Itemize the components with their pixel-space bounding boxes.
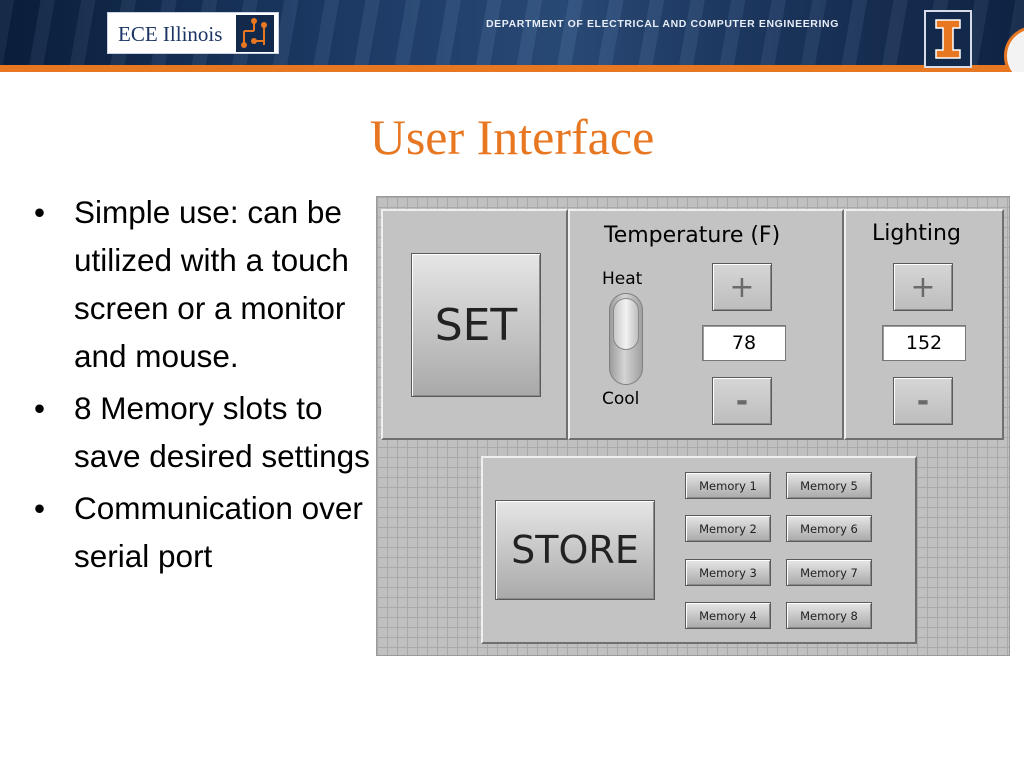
memory-1-button[interactable]: Memory 1 <box>685 472 771 499</box>
lighting-decrease-button[interactable]: - <box>893 377 953 425</box>
university-block-i-logo <box>924 10 972 68</box>
toggle-knob[interactable] <box>613 298 639 350</box>
memory-6-button[interactable]: Memory 6 <box>786 515 872 542</box>
memory-3-button[interactable]: Memory 3 <box>685 559 771 586</box>
bullet-item: •8 Memory slots to save desired settings <box>34 384 379 480</box>
memory-7-button[interactable]: Memory 7 <box>786 559 872 586</box>
logo-text: ECE Illinois <box>118 22 223 46</box>
bullet-item: •Simple use: can be utilized with a touc… <box>34 188 379 380</box>
lighting-panel: Lighting + 152 - <box>844 209 1004 440</box>
memory-4-button[interactable]: Memory 4 <box>685 602 771 629</box>
department-name: DEPARTMENT OF ELECTRICAL AND COMPUTER EN… <box>486 18 839 30</box>
set-panel: SET <box>381 209 568 440</box>
bullet-dot-icon: • <box>34 194 46 230</box>
circuit-logo-icon <box>236 15 274 52</box>
memory-2-button[interactable]: Memory 2 <box>685 515 771 542</box>
memory-panel: STORE Memory 1 Memory 2 Memory 3 Memory … <box>481 456 917 644</box>
temperature-value-field[interactable]: 78 <box>702 325 786 361</box>
block-i-icon <box>935 19 961 59</box>
memory-8-button[interactable]: Memory 8 <box>786 602 872 629</box>
slide-title: User Interface <box>369 109 655 165</box>
bullet-list: •Simple use: can be utilized with a touc… <box>34 188 379 584</box>
bullet-dot-icon: • <box>34 490 46 526</box>
memory-5-button[interactable]: Memory 5 <box>786 472 872 499</box>
store-button[interactable]: STORE <box>495 500 655 600</box>
control-panel-screenshot: SET Temperature (F) Heat Cool + 78 - Lig… <box>376 196 1010 656</box>
lighting-title: Lighting <box>872 221 961 246</box>
bullet-dot-icon: • <box>34 390 46 426</box>
lighting-value-field[interactable]: 152 <box>882 325 966 361</box>
banner-accent-stripe <box>0 65 1024 72</box>
bullet-item: •Communication over serial port <box>34 484 379 580</box>
heat-label: Heat <box>602 269 643 289</box>
heat-cool-toggle[interactable] <box>609 293 643 385</box>
lighting-increase-button[interactable]: + <box>893 263 953 311</box>
temperature-decrease-button[interactable]: - <box>712 377 772 425</box>
cool-label: Cool <box>602 389 640 409</box>
header-banner: ECE Illinois DEPARTMENT OF ELECTRICAL AN… <box>0 0 1024 72</box>
ece-illinois-logo: ECE Illinois <box>107 12 279 54</box>
set-button[interactable]: SET <box>411 253 541 397</box>
temperature-title: Temperature (F) <box>604 223 781 248</box>
temperature-increase-button[interactable]: + <box>712 263 772 311</box>
